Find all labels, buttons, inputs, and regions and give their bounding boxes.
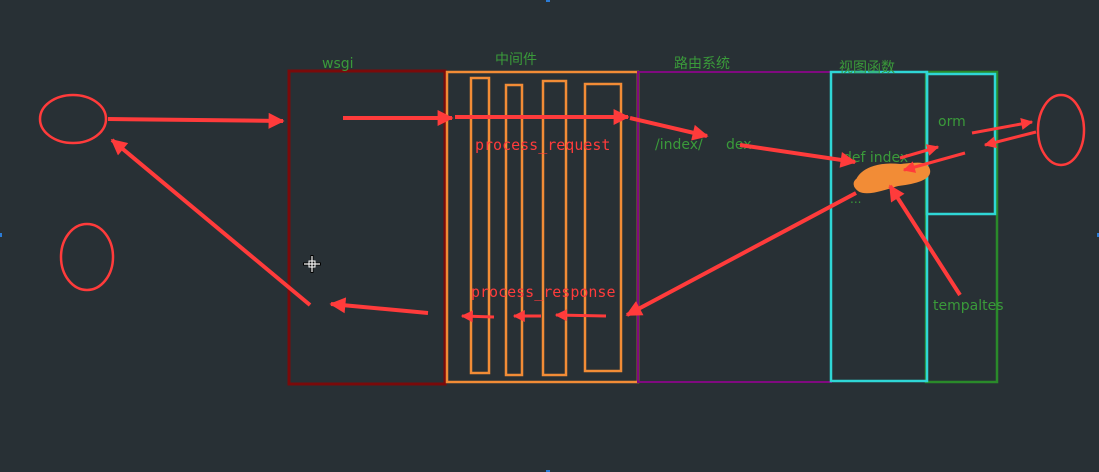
orange-scribble-tail xyxy=(864,168,919,179)
router-box xyxy=(637,71,832,383)
database-ellipse xyxy=(1036,93,1086,167)
wsgi-box xyxy=(287,69,447,386)
middleware-bar-3 xyxy=(541,79,568,377)
middleware-bar-4 xyxy=(583,82,623,373)
selection-handle-left[interactable] xyxy=(0,233,2,237)
arrow-orm-back-to-view xyxy=(902,151,966,173)
dex-label: dex xyxy=(726,137,752,153)
arrow-wsgi-to-client xyxy=(110,138,312,307)
middleware-label: 中间件 xyxy=(495,52,537,68)
dots-label: ... xyxy=(850,192,861,206)
arrow-to-url-route xyxy=(629,116,709,141)
crosshair-move-cursor-icon[interactable] xyxy=(303,255,321,273)
selection-handle-bottom[interactable] xyxy=(546,470,550,472)
arrow-view-to-response xyxy=(625,191,857,317)
selection-handle-right[interactable] xyxy=(1097,233,1099,237)
arrow-middleware-to-wsgi xyxy=(329,297,429,315)
view-label: 视图函数 xyxy=(839,60,895,76)
client-ellipse xyxy=(38,93,108,145)
templates-label: tempaltes xyxy=(933,298,1004,314)
arrow-templates-to-view xyxy=(888,184,962,297)
process-request-label: process_request xyxy=(475,136,610,154)
arrow-middleware-response-3 xyxy=(460,310,495,323)
middleware-bar-2 xyxy=(504,83,524,377)
wsgi-label: wsgi xyxy=(322,56,354,72)
router-label: 路由系统 xyxy=(674,56,730,72)
arrow-database-to-orm xyxy=(983,130,1037,149)
view-box xyxy=(829,70,929,383)
process-response-label: process_response xyxy=(471,283,616,301)
arrow-view-to-orm xyxy=(899,144,940,160)
index-url-label: /index/ xyxy=(655,137,703,153)
second-client-ellipse xyxy=(59,222,115,292)
arrow-middleware-response-1 xyxy=(554,309,607,322)
arrow-route-to-view xyxy=(739,143,857,168)
orm-label: orm xyxy=(938,114,966,130)
arrow-orm-to-database xyxy=(971,118,1034,135)
def-index-label: def index xyxy=(843,150,908,166)
arrow-client-to-wsgi xyxy=(107,112,285,129)
selection-handle-top[interactable] xyxy=(546,0,550,2)
middleware-bar-1 xyxy=(469,76,491,375)
